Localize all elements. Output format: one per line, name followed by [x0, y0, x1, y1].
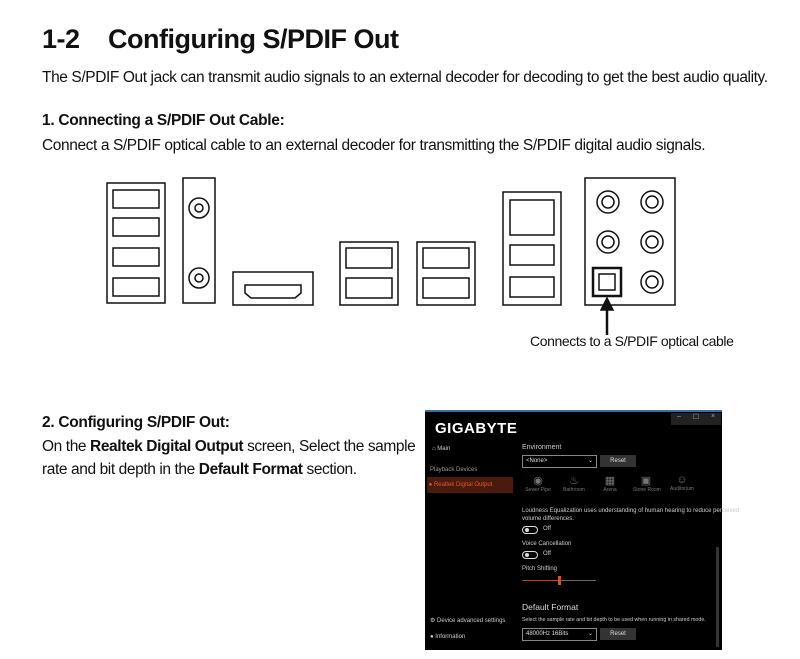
environment-presets: ◉Sewer Pipe ♨Bathroom ▦Arena ▣Stone Room… — [525, 474, 695, 493]
pitch-slider-fill — [522, 580, 559, 581]
sidebar-item-information[interactable]: ● Information — [430, 634, 466, 640]
sidebar-item-advanced[interactable]: ⚙ Device advanced settings — [430, 618, 506, 624]
minimize-button[interactable]: – — [676, 413, 681, 420]
loudness-state: Off — [543, 526, 551, 532]
sidebar-group-label: Playback Devices — [430, 467, 478, 473]
preset-bathroom[interactable]: ♨Bathroom — [563, 475, 585, 493]
section2-heading: 2. Configuring S/PDIF Out: — [42, 414, 230, 431]
section1-text: Connect a S/PDIF optical cable to an ext… — [42, 137, 706, 154]
section2-line1: On the Realtek Digital Output screen, Se… — [42, 438, 416, 455]
usb-stack-left — [106, 182, 166, 304]
preset-arena[interactable]: ▦Arena — [603, 475, 617, 493]
voice-cancellation-label: Voice Cancellation — [522, 541, 572, 547]
sidebar-item-main[interactable]: ⌂ Main — [432, 446, 451, 452]
voice-cancellation-state: Off — [543, 551, 551, 557]
default-format-heading: Default Format — [522, 602, 579, 612]
rear-panel-diagram — [106, 177, 676, 335]
intro-text: The S/PDIF Out jack can transmit audio s… — [42, 69, 768, 86]
callout-label: Connects to a S/PDIF optical cable — [530, 333, 734, 349]
preset-stone-room[interactable]: ▣Stone Room — [633, 475, 661, 493]
default-format-desc: Select the sample rate and bit depth to … — [522, 617, 706, 623]
window-controls: – ☐ × — [671, 413, 721, 425]
section1-heading: 1. Connecting a S/PDIF Out Cable: — [42, 112, 285, 129]
loudness-text-2: volume differences. — [522, 516, 574, 522]
app-screenshot: GIGABYTE – ☐ × ⌂ Main Playback Devices ● R… — [425, 410, 739, 650]
chevron-down-icon: ⌄ — [587, 631, 593, 637]
environment-label: Environment — [522, 444, 562, 451]
maximize-button[interactable]: ☐ — [692, 414, 700, 421]
pitch-shifting-slider[interactable] — [522, 576, 596, 585]
audio-jacks — [584, 177, 676, 306]
spdif-optical-port — [591, 266, 623, 298]
default-format-reset-button[interactable]: Reset — [600, 628, 636, 640]
environment-reset-button[interactable]: Reset — [600, 455, 636, 467]
loudness-toggle[interactable] — [522, 526, 538, 534]
hdmi-port — [232, 271, 314, 306]
pitch-shifting-label: Pitch Shifting — [522, 566, 558, 572]
default-format-select[interactable]: 48000Hz 16Bits⌄ — [522, 628, 597, 641]
chevron-down-icon: ⌄ — [587, 458, 593, 464]
usb-pair-1 — [339, 241, 399, 306]
loudness-text: Loudness Equalization uses understanding… — [522, 508, 740, 514]
close-button[interactable]: × — [710, 413, 716, 420]
gigabyte-logo: GIGABYTE — [435, 420, 518, 437]
lan-usb-stack — [502, 191, 562, 306]
section2-line2: rate and bit depth in the Default Format… — [42, 461, 357, 478]
pitch-slider-thumb[interactable] — [558, 576, 561, 585]
sidebar-item-realtek-digital-output[interactable]: ● Realtek Digital Output — [427, 477, 513, 493]
antenna-connectors — [182, 177, 216, 304]
scrollbar[interactable] — [716, 547, 719, 647]
callout-arrow — [599, 296, 615, 335]
preset-auditorium[interactable]: ☺Auditorium — [670, 474, 694, 492]
usb-pair-2 — [416, 241, 476, 306]
environment-select[interactable]: <None>⌄ — [522, 455, 597, 468]
voice-cancellation-toggle[interactable] — [522, 551, 538, 559]
preset-sewer-pipe[interactable]: ◉Sewer Pipe — [525, 475, 551, 493]
